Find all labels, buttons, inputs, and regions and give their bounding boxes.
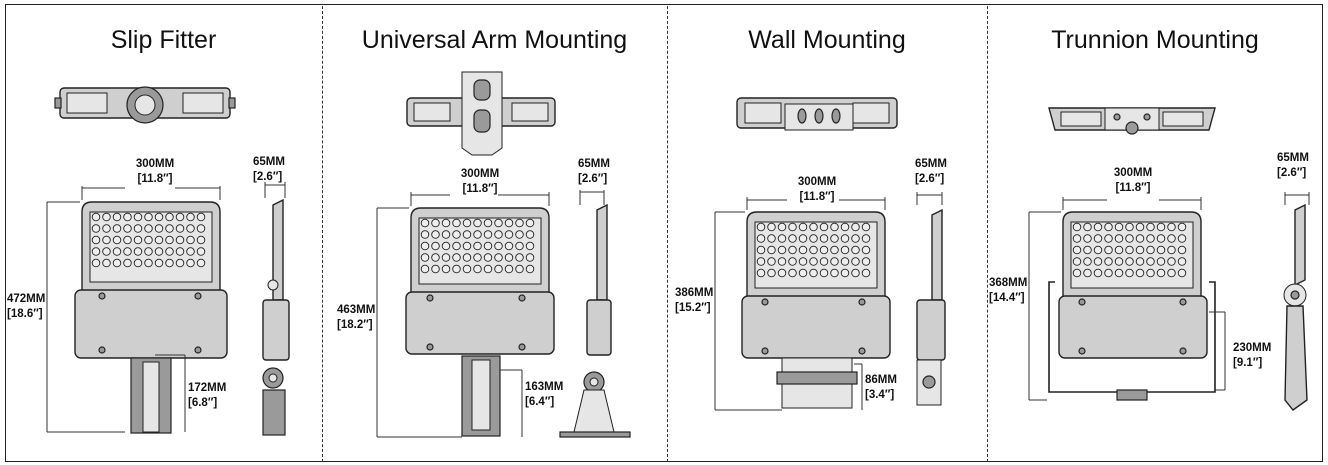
height-in: [18.6″] (7, 308, 43, 320)
width-dimension-label: 300MM [11.8″] (1103, 166, 1163, 196)
width-dimension-label: 300MM [11.8″] (125, 157, 185, 187)
width-in: [11.8″] (799, 191, 835, 203)
mount-mm: 86MM (865, 374, 897, 386)
trunnion-mounting-drawing (1028, 107, 1310, 411)
side-view-illustration (559, 203, 631, 438)
mount-in: [6.4″] (525, 396, 555, 408)
depth-mm: 65MM (253, 156, 285, 168)
front-view-illustration (405, 207, 555, 437)
diagram-frame (5, 4, 1323, 462)
led-array (1072, 222, 1187, 278)
panel-divider (322, 6, 323, 462)
top-view-illustration (1048, 107, 1216, 135)
led-array (91, 212, 206, 268)
width-mm: 300MM (135, 158, 175, 170)
height-in: [14.4″] (989, 292, 1025, 304)
top-view-illustration (54, 86, 236, 124)
mount-mm: 172MM (188, 382, 227, 394)
depth-mm: 65MM (915, 158, 947, 170)
depth-in: [2.6″] (578, 173, 608, 185)
top-view-illustration (736, 97, 898, 131)
panel-trunnion-mounting: Trunnion Mounting (987, 0, 1323, 465)
side-view-illustration (262, 198, 290, 436)
panel-universal-arm: Universal Arm Mounting (322, 0, 667, 465)
panel-divider (987, 6, 988, 462)
side-view-illustration (1283, 203, 1308, 411)
height-mm: 368MM (989, 277, 1028, 289)
panel-title: Universal Arm Mounting (361, 26, 628, 54)
depth-mm: 65MM (578, 158, 610, 170)
panel-title: Trunnion Mounting (1051, 26, 1259, 54)
mount-dimension-label: 86MM [3.4″] (865, 373, 897, 403)
panel-title: Wall Mounting (748, 26, 906, 54)
mount-dimension-label: 163MM [6.4″] (525, 380, 563, 410)
universal-arm-drawing (376, 71, 631, 438)
top-view-illustration (406, 71, 556, 156)
depth-mm: 65MM (1277, 152, 1309, 164)
depth-dimension-label: 65MM [2.6″] (253, 155, 285, 185)
led-array (420, 218, 535, 274)
side-view-illustration (916, 208, 946, 406)
wall-mounting-drawing (714, 97, 946, 411)
width-mm: 300MM (460, 168, 500, 180)
panel-title: Slip Fitter (110, 26, 217, 54)
height-dimension-label: 368MM [14.4″] (989, 276, 1027, 306)
depth-in: [2.6″] (915, 173, 945, 185)
mount-dimension-label: 172MM [6.8″] (188, 381, 226, 411)
width-mm: 300MM (1113, 167, 1153, 179)
depth-dimension-label: 65MM [2.6″] (1277, 151, 1309, 181)
height-mm: 386MM (675, 287, 714, 299)
panel-divider (667, 6, 668, 462)
width-in: [11.8″] (1115, 182, 1151, 194)
height-mm: 472MM (7, 293, 46, 305)
height-in: [15.2″] (675, 302, 711, 314)
mount-in: [3.4″] (865, 389, 895, 401)
mount-mm: 230MM (1233, 342, 1272, 354)
depth-dimension-label: 65MM [2.6″] (578, 157, 610, 187)
height-mm: 463MM (337, 304, 376, 316)
panel-slip-fitter: Slip Fitter (5, 0, 322, 465)
panel-wall-mounting: Wall Mounting (667, 0, 987, 465)
depth-in: [2.6″] (253, 171, 283, 183)
depth-dimension-label: 65MM [2.6″] (915, 157, 947, 187)
mount-in: [6.8″] (188, 397, 218, 409)
mount-dimension-label: 230MM [9.1″] (1233, 341, 1271, 371)
depth-in: [2.6″] (1277, 167, 1307, 179)
led-array (756, 222, 871, 278)
height-dimension-label: 472MM [18.6″] (7, 292, 45, 322)
width-mm: 300MM (797, 176, 837, 188)
mount-in: [9.1″] (1233, 357, 1263, 369)
height-dimension-label: 463MM [18.2″] (337, 303, 375, 333)
mount-mm: 163MM (525, 381, 564, 393)
width-in: [11.8″] (462, 183, 498, 195)
height-dimension-label: 386MM [15.2″] (675, 286, 713, 316)
height-in: [18.2″] (337, 319, 373, 331)
width-dimension-label: 300MM [11.8″] (450, 167, 510, 197)
slip-fitter-drawing (46, 86, 290, 436)
width-dimension-label: 300MM [11.8″] (787, 175, 847, 205)
width-in: [11.8″] (137, 173, 173, 185)
